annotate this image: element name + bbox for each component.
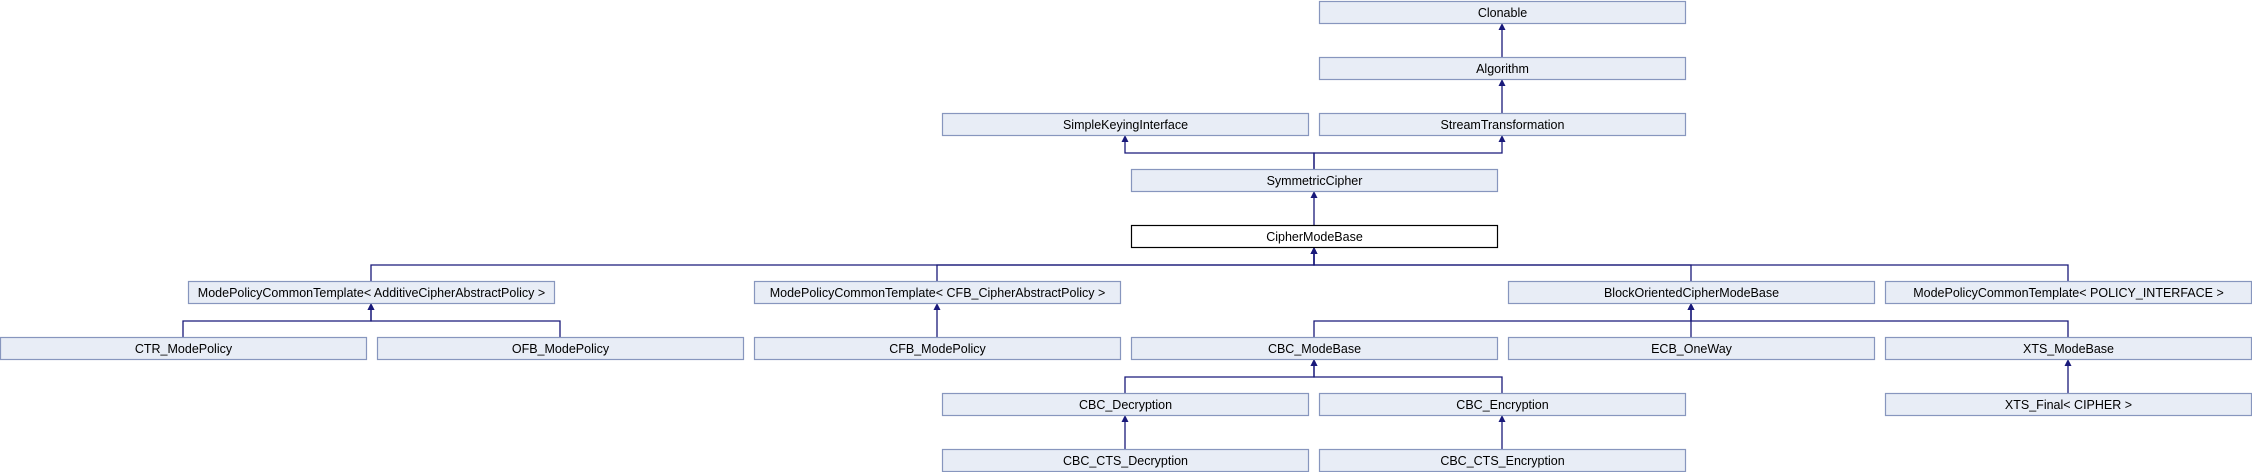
arrowhead-stream_transformation xyxy=(1498,135,1506,142)
class-node-block-oriented[interactable]: BlockOrientedCipherModeBase xyxy=(1507,280,1876,305)
arrowhead-simple_keying_interface xyxy=(1121,135,1129,142)
arrowhead-xts_mode_base xyxy=(2064,359,2072,366)
arrowhead-mpct_additive xyxy=(367,303,375,310)
class-node-cbc-cts-encryption[interactable]: CBC_CTS_Encryption xyxy=(1318,448,1687,472)
class-node-ecb-oneway[interactable]: ECB_OneWay xyxy=(1507,336,1876,361)
class-node-stream-transformation[interactable]: StreamTransformation xyxy=(1318,112,1687,137)
class-box xyxy=(1130,168,1499,193)
class-label: SimpleKeyingInterface xyxy=(1063,118,1188,132)
class-label: CBC_CTS_Decryption xyxy=(1063,454,1188,468)
class-box xyxy=(1318,0,1687,25)
arrowhead-cbc_encryption xyxy=(1498,415,1506,422)
edge-ctr_mode_policy-to-mpct_additive xyxy=(182,309,372,337)
arrowhead-block_oriented xyxy=(1687,303,1695,310)
class-box xyxy=(1130,336,1499,361)
class-label: StreamTransformation xyxy=(1441,118,1565,132)
inheritance-edges xyxy=(182,23,2072,449)
class-node-mpct-cfb[interactable]: ModePolicyCommonTemplate< CFB_CipherAbst… xyxy=(753,280,1122,305)
class-box xyxy=(941,392,1310,417)
class-node-cbc-encryption[interactable]: CBC_Encryption xyxy=(1318,392,1687,417)
edge-ofb_mode_policy-to-mpct_additive xyxy=(370,309,561,337)
class-label: CBC_ModeBase xyxy=(1268,342,1361,356)
arrowhead-cbc_mode_base xyxy=(1310,359,1318,366)
edge-cbc_decryption-to-cbc_mode_base xyxy=(1124,365,1315,393)
class-box xyxy=(753,336,1122,361)
arrowhead-mpct_cfb xyxy=(933,303,941,310)
edge-symmetric_cipher-to-simple_keying_interface xyxy=(1124,141,1315,169)
edge-mpct_policy-to-cipher_mode_base xyxy=(1313,253,2069,281)
arrowhead-clonable xyxy=(1498,23,1506,30)
class-node-clonable[interactable]: Clonable xyxy=(1318,0,1687,25)
class-box xyxy=(1507,336,1876,361)
class-label: CBC_Encryption xyxy=(1456,398,1548,412)
class-box xyxy=(0,336,368,361)
class-label: SymmetricCipher xyxy=(1267,174,1363,188)
edge-cbc_mode_base-to-block_oriented xyxy=(1313,309,1692,337)
class-box xyxy=(1130,224,1499,249)
class-node-mpct-additive[interactable]: ModePolicyCommonTemplate< AdditiveCipher… xyxy=(187,280,556,305)
class-box xyxy=(1318,56,1687,81)
edge-cbc_encryption-to-cbc_mode_base xyxy=(1313,365,1503,393)
class-label: ModePolicyCommonTemplate< AdditiveCipher… xyxy=(198,286,545,300)
class-node-xts-final[interactable]: XTS_Final< CIPHER > xyxy=(1884,392,2252,417)
class-label: CFB_ModePolicy xyxy=(889,342,986,356)
class-label: OFB_ModePolicy xyxy=(512,342,610,356)
class-label: Algorithm xyxy=(1476,62,1529,76)
class-label: Clonable xyxy=(1478,6,1527,20)
class-node-cbc-decryption[interactable]: CBC_Decryption xyxy=(941,392,1310,417)
class-box xyxy=(1318,112,1687,137)
class-node-cbc-mode-base[interactable]: CBC_ModeBase xyxy=(1130,336,1499,361)
class-box xyxy=(1318,392,1687,417)
arrowhead-algorithm xyxy=(1498,79,1506,86)
class-box xyxy=(753,280,1122,305)
class-box xyxy=(187,280,556,305)
class-label: XTS_ModeBase xyxy=(2023,342,2114,356)
class-node-cbc-cts-decryption[interactable]: CBC_CTS_Decryption xyxy=(941,448,1310,472)
class-label: ModePolicyCommonTemplate< CFB_CipherAbst… xyxy=(770,286,1106,300)
class-node-ctr-mode-policy[interactable]: CTR_ModePolicy xyxy=(0,336,368,361)
class-label: ModePolicyCommonTemplate< POLICY_INTERFA… xyxy=(1913,286,2224,300)
class-label: XTS_Final< CIPHER > xyxy=(2005,398,2132,412)
class-node-xts-mode-base[interactable]: XTS_ModeBase xyxy=(1884,336,2252,361)
class-node-cfb-mode-policy[interactable]: CFB_ModePolicy xyxy=(753,336,1122,361)
class-node-ofb-mode-policy[interactable]: OFB_ModePolicy xyxy=(376,336,745,361)
arrowhead-cipher_mode_base xyxy=(1310,247,1318,254)
class-node-cipher-mode-base[interactable]: CipherModeBase xyxy=(1130,224,1499,249)
class-label: CipherModeBase xyxy=(1266,230,1363,244)
edge-xts_mode_base-to-block_oriented xyxy=(1690,309,2069,337)
edge-mpct_additive-to-cipher_mode_base xyxy=(370,253,1315,281)
arrowhead-cbc_decryption xyxy=(1121,415,1129,422)
class-label: CTR_ModePolicy xyxy=(135,342,233,356)
arrowhead-symmetric_cipher xyxy=(1310,191,1318,198)
class-label: CBC_Decryption xyxy=(1079,398,1172,412)
class-label: ECB_OneWay xyxy=(1651,342,1733,356)
class-box xyxy=(376,336,745,361)
class-node-algorithm[interactable]: Algorithm xyxy=(1318,56,1687,81)
class-node-symmetric-cipher[interactable]: SymmetricCipher xyxy=(1130,168,1499,193)
class-node-simple-keying-interface[interactable]: SimpleKeyingInterface xyxy=(941,112,1310,137)
edge-symmetric_cipher-to-stream_transformation xyxy=(1313,141,1503,169)
class-box xyxy=(941,112,1310,137)
edge-mpct_cfb-to-cipher_mode_base xyxy=(936,253,1315,281)
class-label: CBC_CTS_Encryption xyxy=(1440,454,1564,468)
class-box xyxy=(1507,280,1876,305)
class-label: BlockOrientedCipherModeBase xyxy=(1604,286,1779,300)
class-node-mpct-policy[interactable]: ModePolicyCommonTemplate< POLICY_INTERFA… xyxy=(1884,280,2252,305)
edge-block_oriented-to-cipher_mode_base xyxy=(1313,253,1692,281)
